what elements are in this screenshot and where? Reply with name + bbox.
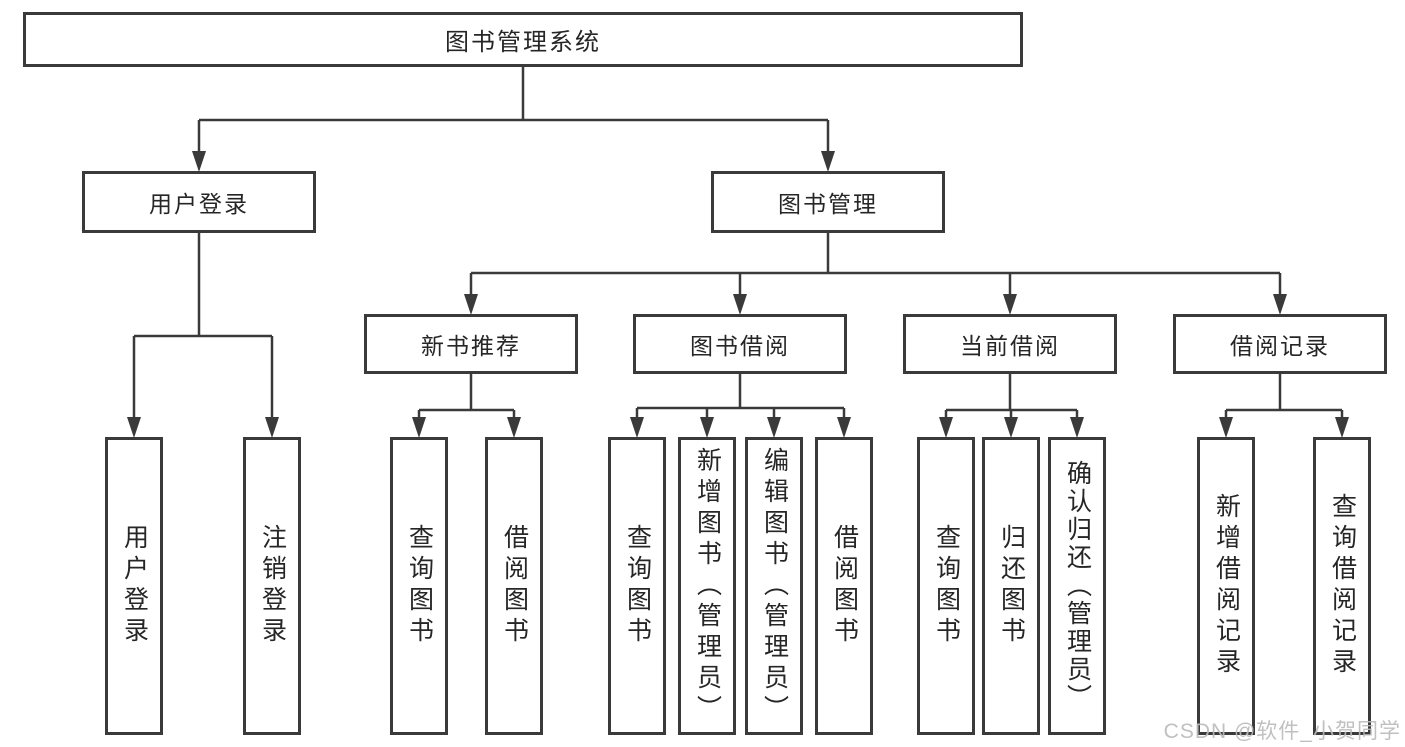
leaf-user-login: 用户登录 [105, 437, 163, 735]
node-root-label: 图书管理系统 [445, 29, 601, 56]
leaf-query-books-borrowing: 查询图书 [608, 437, 666, 735]
leaf-add-borrow-record: 新增借阅记录 [1197, 437, 1255, 735]
leaf-add-books-admin-label: 新增图书（管理员） [693, 446, 722, 726]
leaf-borrow-books-recommend: 借阅图书 [485, 437, 543, 735]
node-user-login-label: 用户登录 [149, 191, 249, 217]
node-root-system: 图书管理系统 [23, 12, 1023, 67]
leaf-edit-books-admin: 编辑图书（管理员） [745, 437, 803, 735]
leaf-query-books-recommend: 查询图书 [390, 437, 448, 735]
leaf-query-books-recommend-label: 查询图书 [405, 524, 434, 648]
leaf-borrow-books: 借阅图书 [815, 437, 873, 735]
leaf-confirm-return-admin-label: 确认归还（管理员） [1063, 460, 1092, 712]
node-current-borrowing: 当前借阅 [903, 314, 1117, 374]
leaf-confirm-return-admin: 确认归还（管理员） [1048, 437, 1106, 735]
connector-strokes [132, 67, 1344, 419]
csdn-watermark: CSDN @软件_小贺同学 [1163, 720, 1401, 743]
leaf-return-books: 归还图书 [982, 437, 1040, 735]
arrowheads [127, 151, 1349, 438]
node-book-borrowing-label: 图书借阅 [690, 333, 790, 359]
node-book-management: 图书管理 [711, 171, 945, 233]
node-borrowing-records: 借阅记录 [1173, 314, 1387, 374]
node-new-book-recommend-label: 新书推荐 [421, 333, 521, 359]
leaf-query-books-current-label: 查询图书 [932, 524, 961, 648]
leaf-logout: 注销登录 [243, 437, 301, 735]
leaf-query-borrow-record-label: 查询借阅记录 [1328, 493, 1357, 679]
leaf-add-books-admin: 新增图书（管理员） [678, 437, 736, 735]
node-new-book-recommend: 新书推荐 [364, 314, 578, 374]
node-user-login: 用户登录 [82, 171, 316, 233]
leaf-add-borrow-record-label: 新增借阅记录 [1212, 493, 1241, 679]
leaf-borrow-books-label: 借阅图书 [830, 524, 859, 648]
node-current-borrowing-label: 当前借阅 [960, 333, 1060, 359]
node-book-borrowing: 图书借阅 [633, 314, 847, 374]
node-book-management-label: 图书管理 [778, 191, 878, 217]
leaf-query-books-borrowing-label: 查询图书 [623, 524, 652, 648]
leaf-borrow-books-recommend-label: 借阅图书 [500, 524, 529, 648]
leaf-return-books-label: 归还图书 [997, 524, 1026, 648]
leaf-query-books-current: 查询图书 [917, 437, 975, 735]
node-borrowing-records-label: 借阅记录 [1230, 333, 1330, 359]
leaf-logout-label: 注销登录 [258, 524, 287, 648]
leaf-edit-books-admin-label: 编辑图书（管理员） [760, 446, 789, 726]
leaf-query-borrow-record: 查询借阅记录 [1313, 437, 1371, 735]
leaf-user-login-label: 用户登录 [120, 524, 149, 648]
